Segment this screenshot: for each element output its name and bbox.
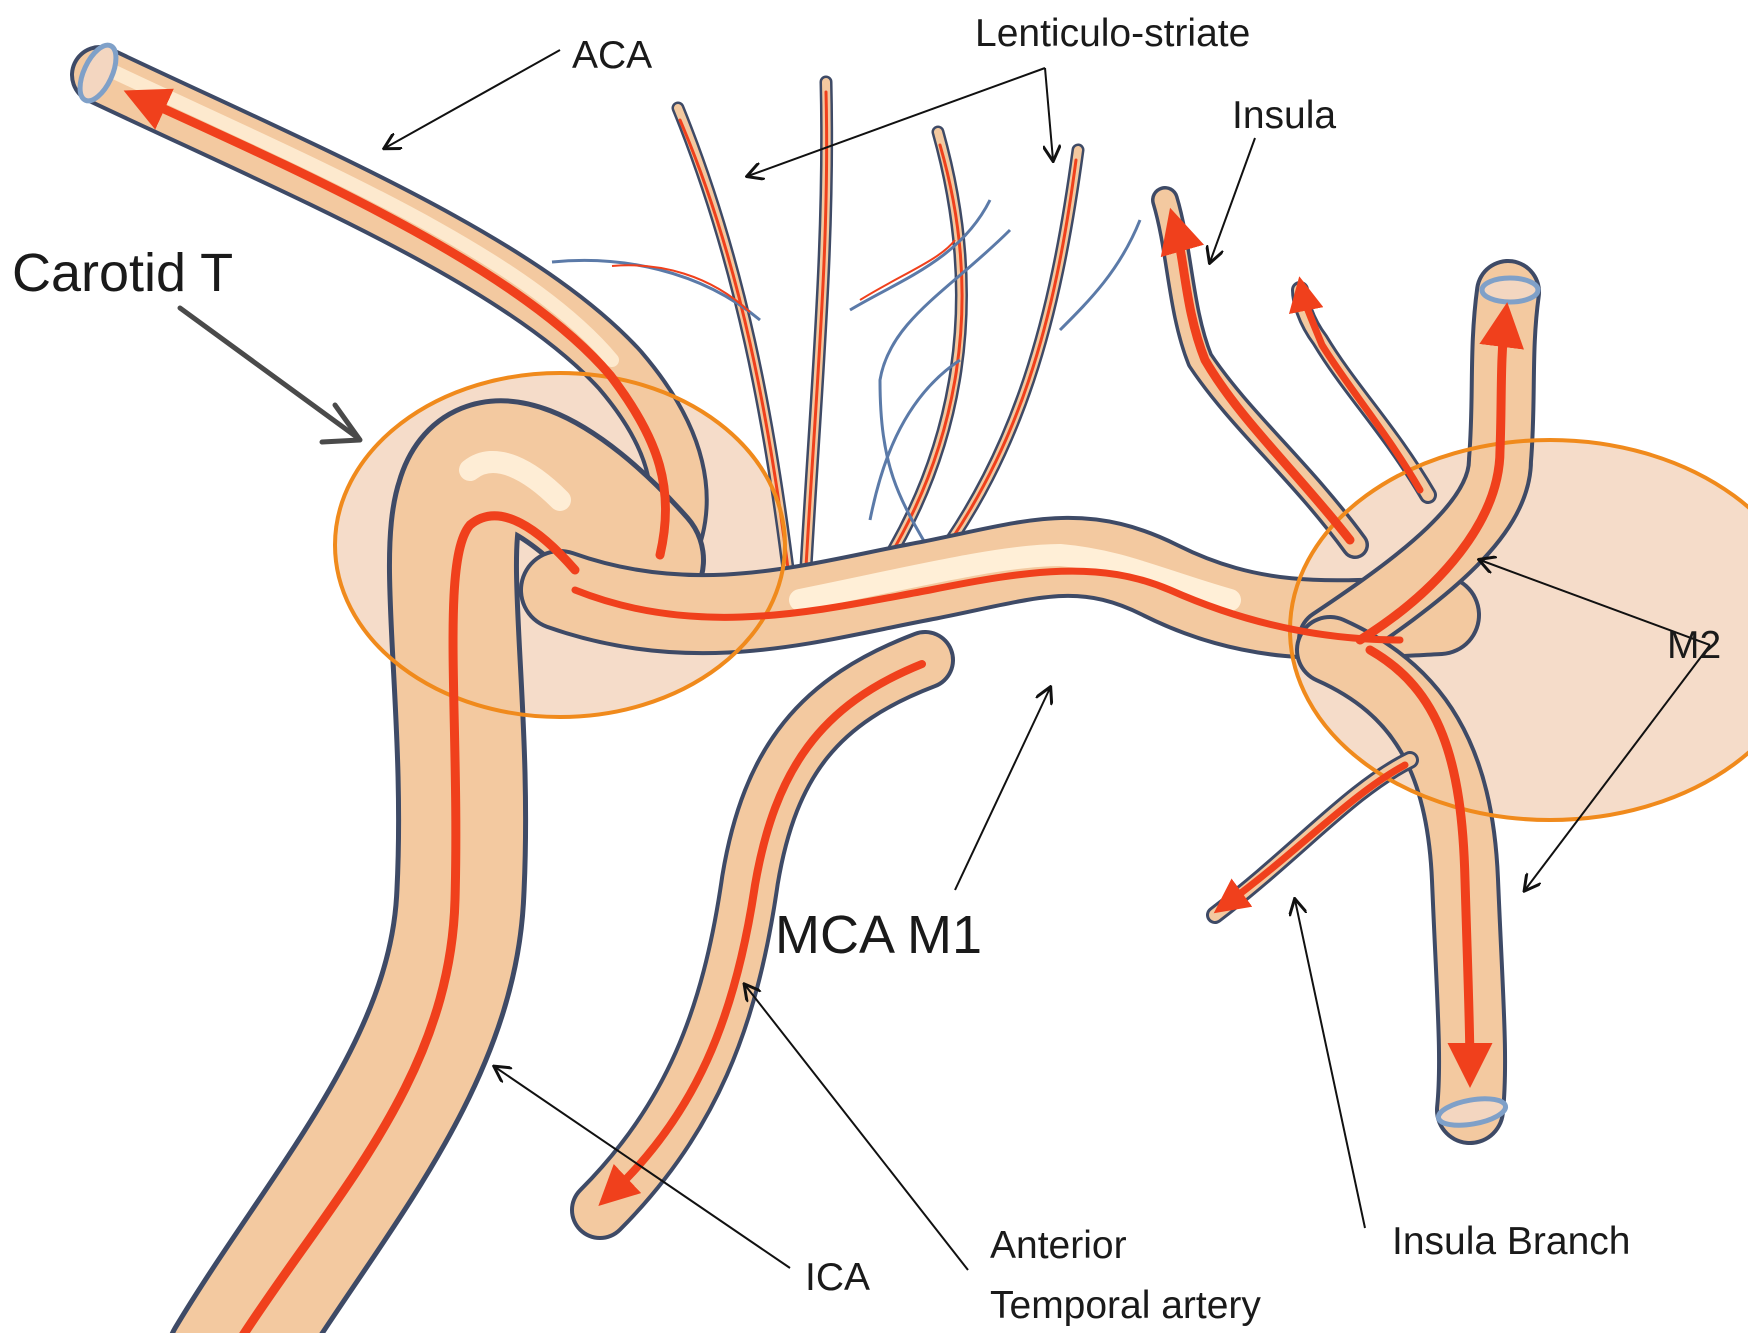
insula-pointer xyxy=(1210,138,1255,262)
label-insula-branch: Insula Branch xyxy=(1392,1222,1630,1261)
label-ica: ICA xyxy=(805,1258,870,1297)
m2-superior-cut-end xyxy=(1482,278,1538,302)
lenticulo-pointer-2 xyxy=(1045,68,1053,160)
label-mca-m1: MCA M1 xyxy=(775,908,982,962)
flow-insula-branch xyxy=(1225,765,1405,905)
label-m2: M2 xyxy=(1667,626,1721,665)
mca-m1-pointer xyxy=(955,688,1050,890)
label-anterior: Anterior xyxy=(990,1226,1127,1265)
aca-pointer xyxy=(385,50,560,148)
label-insula: Insula xyxy=(1232,96,1336,135)
label-carotid-t: Carotid T xyxy=(12,246,233,300)
lenticulo-pointer-1 xyxy=(748,68,1045,176)
insula-branch-pointer xyxy=(1295,900,1365,1228)
carotid-t-pointer xyxy=(180,308,360,442)
label-temporal-artery: Temporal artery xyxy=(990,1286,1261,1325)
ica-pointer xyxy=(495,1067,790,1268)
anterior-temporal-pointer xyxy=(745,985,968,1270)
label-lenticulo-striate: Lenticulo-striate xyxy=(975,14,1250,53)
label-aca: ACA xyxy=(572,36,652,75)
